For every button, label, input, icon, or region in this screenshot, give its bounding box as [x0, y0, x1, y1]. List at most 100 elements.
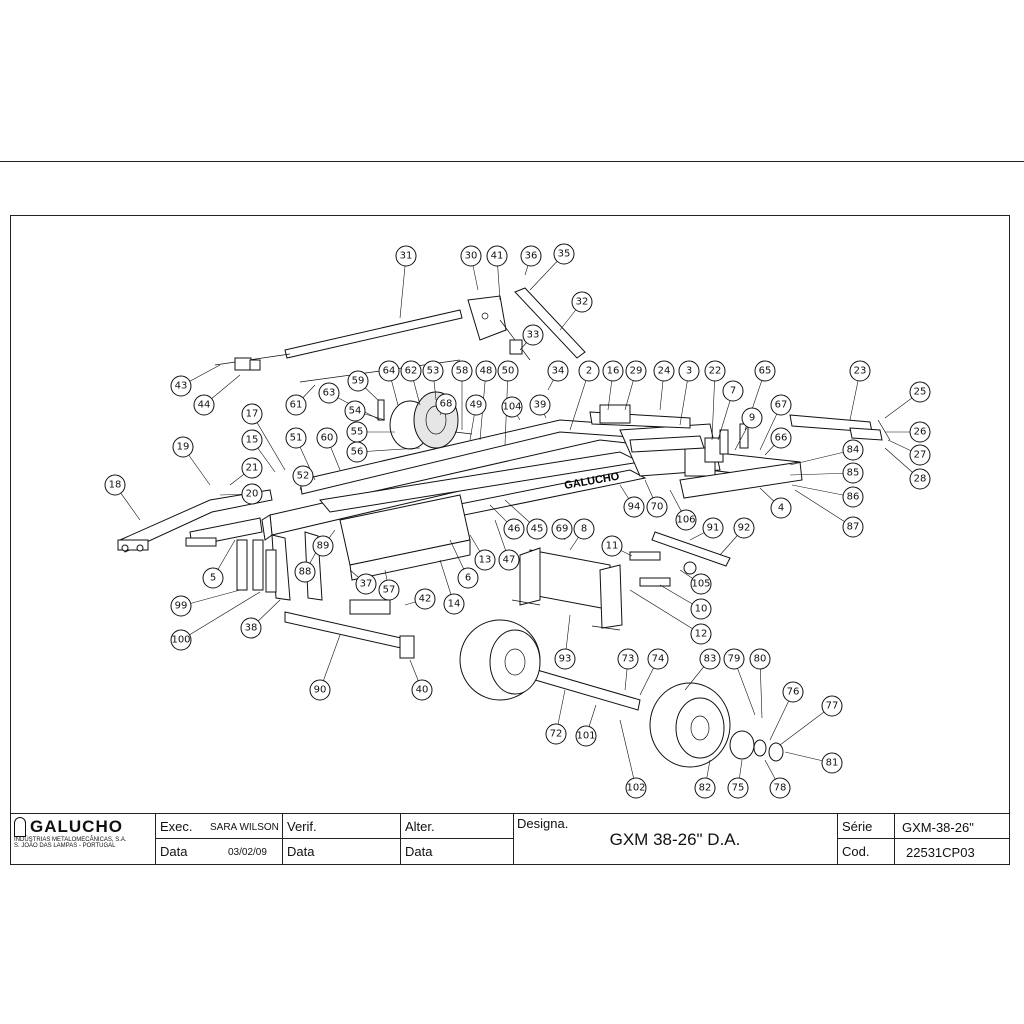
part-bubble-circle [653, 360, 675, 382]
part-bubble-93: 93 [554, 648, 576, 670]
part-number-label: 68 [440, 399, 453, 410]
part-number-label: 75 [732, 783, 745, 794]
part-bubble-circle [842, 486, 864, 508]
part-number-label: 48 [480, 366, 493, 377]
part-number-label: 84 [847, 445, 860, 456]
part-number-label: 79 [728, 654, 741, 665]
part-bubble-53: 53 [422, 360, 444, 382]
part-number-label: 93 [559, 654, 572, 665]
part-bubble-circle [575, 725, 597, 747]
company-name: GALUCHO [30, 817, 123, 836]
part-bubble-31: 31 [395, 245, 417, 267]
part-bubble-circle [821, 695, 843, 717]
drawing-sheet-border [10, 215, 1010, 865]
part-bubble-circle [400, 360, 422, 382]
part-bubble-78: 78 [769, 777, 791, 799]
part-number-label: 16 [607, 366, 620, 377]
part-number-label: 24 [658, 366, 671, 377]
part-bubble-43: 43 [170, 375, 192, 397]
code-label: Cod. [842, 844, 870, 859]
part-bubble-73: 73 [617, 648, 639, 670]
part-number-label: 26 [914, 427, 927, 438]
part-bubble-circle [318, 382, 340, 404]
part-number-label: 6 [465, 573, 471, 584]
alter-date-label: Data [405, 844, 433, 859]
part-bubble-circle [842, 439, 864, 461]
leader-line-12 [629, 589, 702, 635]
part-bubble-23: 23 [849, 360, 871, 382]
part-bubble-9: 9 [741, 407, 763, 429]
part-number-label: 76 [787, 687, 800, 698]
title-block: GALUCHO INDÚSTRIAS METALOMECÂNICAS, S.A.… [10, 813, 1010, 865]
leader-line-17 [251, 413, 286, 471]
part-bubble-18: 18 [104, 474, 126, 496]
part-number-label: 25 [914, 387, 927, 398]
logo-mark-icon [14, 817, 26, 837]
part-bubble-circle [690, 573, 712, 595]
part-bubble-circle [344, 400, 366, 422]
part-bubble-circle [498, 549, 520, 571]
part-number-label: 73 [622, 654, 635, 665]
part-bubble-circle [741, 407, 763, 429]
date-label: Data [160, 844, 188, 859]
part-number-label: 54 [349, 406, 362, 417]
part-bubble-circle [347, 370, 369, 392]
part-bubble-circle [486, 245, 508, 267]
part-bubble-10: 10 [690, 598, 712, 620]
part-number-label: 90 [314, 685, 327, 696]
part-bubble-28: 28 [909, 468, 931, 490]
part-bubble-circle [625, 777, 647, 799]
part-bubble-106: 106 [675, 509, 697, 531]
part-bubble-59: 59 [347, 370, 369, 392]
part-bubble-64: 64 [378, 360, 400, 382]
leader-line-85 [789, 472, 854, 476]
part-number-label: 59 [352, 376, 365, 387]
part-bubble-circle [770, 427, 792, 449]
part-bubble-48: 48 [475, 360, 497, 382]
part-bubble-11: 11 [601, 535, 623, 557]
part-bubble-circle [460, 245, 482, 267]
part-number-label: 78 [774, 783, 787, 794]
part-bubble-54: 54 [344, 400, 366, 422]
part-number-label: 55 [351, 427, 364, 438]
part-number-label: 12 [695, 629, 708, 640]
part-bubble-circle [722, 380, 744, 402]
part-bubble-74: 74 [647, 648, 669, 670]
part-bubble-65: 65 [754, 360, 776, 382]
part-number-label: 61 [290, 400, 303, 411]
part-bubble-90: 90 [309, 679, 331, 701]
part-bubble-5: 5 [202, 567, 224, 589]
part-bubble-circle [474, 549, 496, 571]
part-number-label: 49 [470, 400, 483, 411]
part-bubble-51: 51 [285, 427, 307, 449]
part-bubble-circle [422, 360, 444, 382]
part-number-label: 14 [448, 599, 461, 610]
part-bubble-circle [172, 436, 194, 458]
part-number-label: 52 [297, 471, 310, 482]
part-bubble-37: 37 [355, 573, 377, 595]
part-bubble-circle [782, 681, 804, 703]
part-bubble-circle [294, 561, 316, 583]
part-bubble-14: 14 [443, 593, 465, 615]
part-bubble-30: 30 [460, 245, 482, 267]
part-bubble-86: 86 [842, 486, 864, 508]
part-number-label: 45 [531, 524, 544, 535]
part-bubble-circle [411, 679, 433, 701]
part-bubble-17: 17 [241, 403, 263, 425]
top-bracket [467, 295, 531, 361]
part-bubble-circle [526, 518, 548, 540]
part-number-label: 105 [691, 579, 710, 590]
part-number-label: 104 [502, 402, 521, 413]
part-number-label: 69 [556, 524, 569, 535]
part-bubble-40: 40 [411, 679, 433, 701]
part-bubble-circle [522, 324, 544, 346]
bar-90 [284, 611, 415, 659]
part-number-label: 44 [198, 400, 211, 411]
part-number-label: 3 [686, 366, 692, 377]
part-bubble-circle [395, 245, 417, 267]
part-bubble-68: 68 [435, 393, 457, 415]
part-bubble-49: 49 [465, 394, 487, 416]
part-bubble-circle [170, 375, 192, 397]
verif-date-label: Data [287, 844, 315, 859]
